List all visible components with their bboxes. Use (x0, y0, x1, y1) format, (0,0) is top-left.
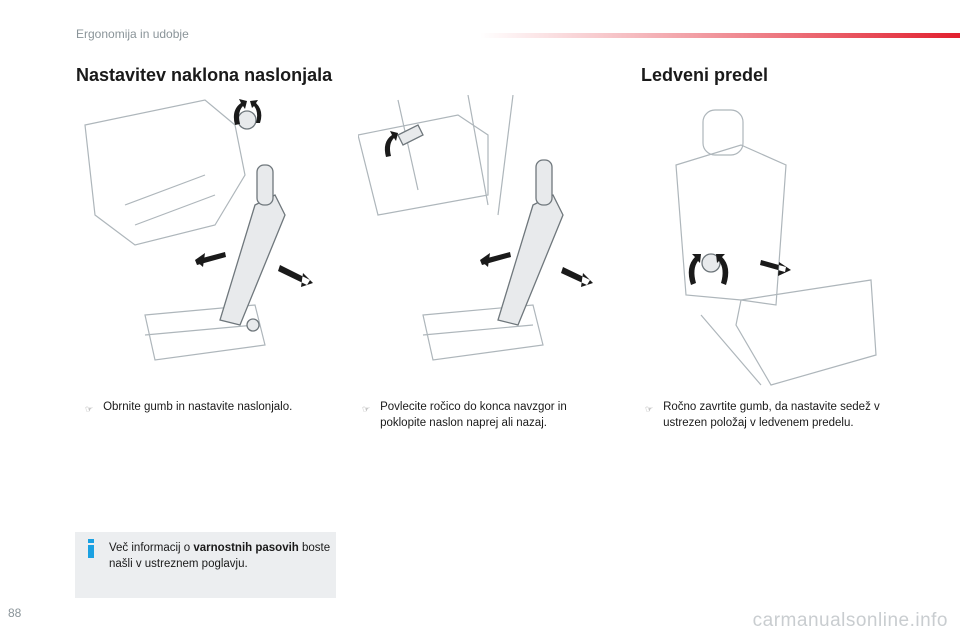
page-number: 88 (8, 606, 22, 620)
pointing-hand-icon: ☞ (645, 404, 654, 414)
pointing-hand-icon: ☞ (362, 404, 371, 414)
illustration-backrest-knob (84, 99, 313, 361)
seatbelts-reference: varnostnih pasovih (193, 542, 299, 554)
bullet-lumbar: ☞ Ročno zavrtite gumb, da nastavite sede… (645, 401, 880, 429)
bullet-pull-lever: ☞ Povlecite ročico do konca navzgor in p… (362, 401, 567, 429)
info-icon (88, 539, 94, 558)
bullet-turn-knob: ☞ Obrnite gumb in nastavite naslonjalo. (85, 399, 333, 417)
illustration-backrest-lever (358, 95, 593, 361)
watermark: carmanualsonline.info (752, 610, 948, 631)
pointing-hand-icon: ☞ (85, 404, 94, 414)
info-text: Več informacij o varnostnih pasovih bost… (109, 542, 331, 570)
header-accent-line (480, 33, 960, 38)
info-box: Več informacij o varnostnih pasovih bost… (75, 532, 336, 598)
section-header: Ergonomija in udobje (76, 27, 189, 41)
illustration-lumbar-knob (675, 109, 877, 386)
title-lumbar: Ledveni predel (641, 65, 769, 85)
title-backrest-angle: Nastavitev naklona naslonjala (76, 65, 333, 85)
